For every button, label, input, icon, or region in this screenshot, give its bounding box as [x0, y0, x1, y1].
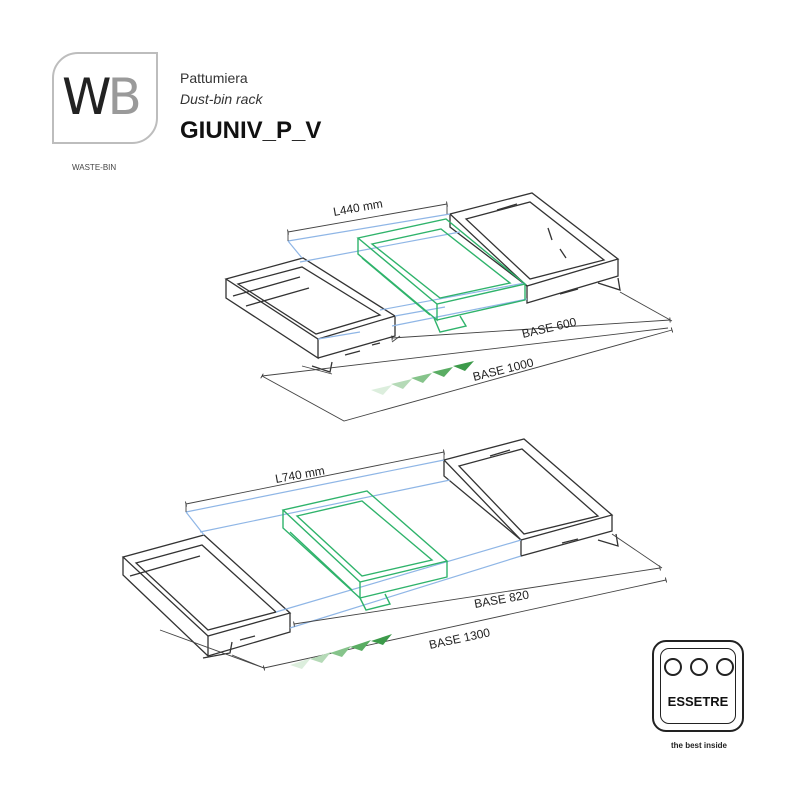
top-direction-arrows: [371, 361, 474, 395]
top-left-frame: [224, 257, 397, 373]
bottom-left-frame: [121, 534, 292, 659]
wb-logo: WB: [62, 72, 142, 122]
wb-logo-w: W: [62, 68, 111, 126]
circle-icon: [690, 658, 708, 676]
top-base-large-label: BASE 1000: [471, 355, 535, 384]
top-right-frame: [448, 192, 621, 304]
top-blue-rails: [287, 213, 528, 340]
product-model: GIUNIV_P_V: [180, 117, 322, 144]
top-width-label: L440 mm: [332, 196, 384, 218]
essetre-dots-icon: [664, 658, 734, 676]
bottom-green-tray: [281, 490, 449, 611]
wb-logo-frame: [52, 52, 158, 144]
bottom-blue-rails: [185, 459, 522, 629]
bottom-direction-arrows: [290, 634, 392, 669]
bottom-base-small-label: BASE 820: [473, 587, 530, 610]
circle-icon: [716, 658, 734, 676]
essetre-badge-inner: [660, 648, 736, 724]
essetre-tagline: the best inside: [670, 741, 727, 750]
bottom-width-label: L740 mm: [274, 463, 326, 485]
product-category: Pattumiera: [180, 70, 248, 86]
essetre-name: ESSETRE: [667, 694, 729, 709]
wb-caption: WASTE-BIN: [72, 163, 117, 172]
bottom-rack-diagram: L740 mm BASE 820 BASE 1300: [121, 438, 667, 671]
bottom-base-large-label: BASE 1300: [428, 625, 492, 652]
bottom-right-frame: [442, 438, 619, 557]
product-category-english: Dust-bin rack: [180, 91, 263, 107]
top-rack-diagram: L440 mm BASE 600 BASE 1000: [224, 192, 674, 422]
bottom-dimension-lines: [159, 449, 667, 671]
wb-logo-b: B: [107, 68, 141, 126]
essetre-badge: ESSETRE: [652, 640, 744, 732]
top-dimension-lines: [260, 201, 674, 422]
top-base-small-label: BASE 600: [521, 315, 578, 341]
circle-icon: [664, 658, 682, 676]
